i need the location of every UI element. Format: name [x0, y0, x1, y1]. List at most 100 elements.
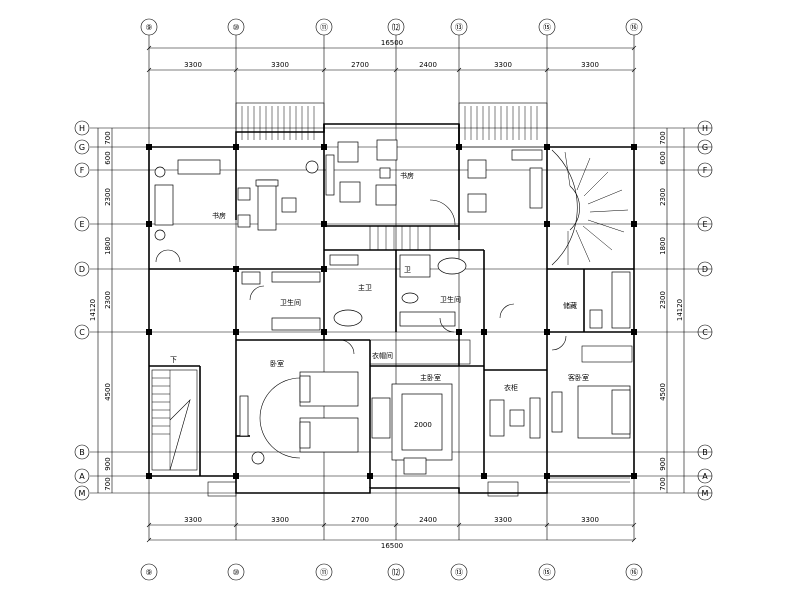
axis-label-bottom-10: ⑩ [232, 568, 239, 577]
doors [155, 249, 567, 355]
dim-right-3: 2300 [659, 188, 667, 206]
axis-label-bottom-13: ⑬ [455, 568, 463, 577]
study-2-label: 书房 [400, 171, 414, 180]
north-balconies [235, 102, 548, 148]
dim-left-3: 2300 [104, 188, 112, 206]
bath-3-label: 卫生间 [440, 295, 461, 304]
right-middle-room: 衣柜 [489, 383, 541, 439]
dim-top-5: 3300 [494, 61, 512, 69]
left-staircase: 下 [151, 356, 198, 471]
bathroom-fixtures: 卫生间 卫生间 主卫 卫 [241, 254, 467, 331]
dim-left-2: 600 [104, 151, 112, 164]
dim-right-5: 2300 [659, 291, 667, 309]
dim-top-2: 3300 [271, 61, 289, 69]
dim-bottom-2: 3300 [271, 516, 289, 524]
stair-down-label: 下 [170, 356, 177, 364]
dim-total-right: 14120 [676, 299, 684, 321]
axis-bubbles-left: H G F E D C B A M [74, 120, 90, 501]
study-furniture: 书房 [154, 159, 319, 241]
bath-2-label: 卫生间 [280, 298, 301, 307]
top-dimension-chain: 16500 3300 3300 2700 2400 3300 3300 [146, 39, 637, 73]
axis-label-right-M: M [702, 489, 709, 498]
storage-label: 储藏 [563, 301, 577, 310]
axis-label-left-A: A [79, 472, 85, 481]
dim-left-8: 700 [104, 477, 112, 490]
axis-label-left-M: M [79, 489, 86, 498]
axis-label-left-F: F [80, 166, 85, 175]
dim-left-6: 4500 [104, 383, 112, 401]
study-label: 书房 [212, 211, 226, 220]
axis-label-bottom-16: ⑯ [630, 568, 638, 577]
center-staircase [369, 225, 431, 251]
axis-label-bottom-12: ⑿ [392, 567, 400, 577]
master-bedroom-furniture: 2000 主卧室 衣帽间 [369, 339, 471, 475]
dim-bottom-5: 3300 [494, 516, 512, 524]
axis-label-left-H: H [79, 124, 85, 133]
dim-right-7: 900 [659, 457, 667, 470]
guest-bedroom-label: 客卧室 [568, 373, 589, 382]
bottom-dimension-chain: 3300 3300 2700 2400 3300 3300 16500 [146, 516, 637, 550]
lounge-furniture: 书房 [325, 139, 456, 226]
axis-label-bottom-11: ⑪ [320, 568, 328, 577]
dim-total-bottom: 16500 [381, 542, 403, 550]
axis-label-right-B: B [702, 448, 708, 457]
axis-label-bottom-9: ⑨ [145, 568, 152, 577]
dim-top-4: 2400 [419, 61, 437, 69]
axis-label-top-9: ⑨ [145, 23, 152, 32]
axis-label-top-13: ⑬ [455, 23, 463, 32]
dim-bottom-4: 2400 [419, 516, 437, 524]
walls [148, 123, 635, 494]
dim-right-2: 600 [659, 151, 667, 164]
bedroom-2-label: 卧室 [270, 359, 284, 368]
dim-left-7: 900 [104, 457, 112, 470]
dim-right-4: 1800 [659, 237, 667, 255]
axis-label-right-D: D [702, 265, 708, 274]
master-bedroom-label: 主卧室 [420, 373, 441, 382]
dim-left-4: 1800 [104, 237, 112, 255]
dim-left-5: 2300 [104, 291, 112, 309]
dim-total-top: 16500 [381, 39, 403, 47]
dim-top-6: 3300 [581, 61, 599, 69]
axis-label-left-C: C [79, 328, 85, 337]
master-bath-label: 主卫 [358, 283, 372, 292]
dim-bottom-1: 3300 [184, 516, 202, 524]
dim-bottom-6: 3300 [581, 516, 599, 524]
axis-label-top-12: ⑿ [392, 22, 400, 32]
axis-label-left-E: E [79, 220, 84, 229]
dim-top-3: 2700 [351, 61, 369, 69]
axis-label-right-A: A [702, 472, 708, 481]
bed-size-label: 2000 [414, 421, 432, 429]
wardrobe-label: 衣柜 [504, 383, 518, 392]
axis-label-top-11: ⑪ [320, 23, 328, 32]
dim-bottom-3: 2700 [351, 516, 369, 524]
axis-bubbles-right: H G F E D C B A M [697, 120, 713, 501]
right-small-rooms: 储藏 [563, 271, 631, 329]
axis-bubbles-top: ⑨ ⑩ ⑪ ⑿ ⑬ ⑮ ⑯ [140, 18, 643, 36]
south-bay-windows [207, 477, 630, 497]
top-right-room-furniture [467, 149, 543, 213]
axis-label-right-G: G [702, 143, 708, 152]
axis-label-left-G: G [79, 143, 85, 152]
axis-label-right-E: E [702, 220, 707, 229]
dim-left-1: 700 [104, 131, 112, 144]
axis-label-top-10: ⑩ [232, 23, 239, 32]
axis-label-right-H: H [702, 124, 708, 133]
axis-label-right-C: C [702, 328, 708, 337]
axis-bubbles-bottom: ⑨ ⑩ ⑪ ⑿ ⑬ ⑮ ⑯ [140, 563, 643, 581]
axis-label-top-16: ⑯ [630, 23, 638, 32]
dim-right-8: 700 [659, 477, 667, 490]
dim-right-1: 700 [659, 131, 667, 144]
axis-label-left-B: B [79, 448, 85, 457]
guest-bedroom-furniture: 客卧室 [551, 345, 633, 439]
axis-label-right-F: F [703, 166, 708, 175]
axis-label-left-D: D [79, 265, 85, 274]
left-dimension-chain: 14120 700 600 2300 1800 2300 4500 900 70… [89, 128, 113, 493]
bedroom-2-furniture: 卧室 [239, 359, 359, 465]
right-dimension-chain: 700 600 2300 1800 2300 4500 900 700 1412… [659, 128, 685, 493]
dim-total-left: 14120 [89, 299, 97, 321]
small-bath-label: 卫 [404, 266, 411, 274]
dim-top-1: 3300 [184, 61, 202, 69]
dim-right-6: 4500 [659, 383, 667, 401]
axis-label-top-15: ⑮ [543, 23, 551, 32]
